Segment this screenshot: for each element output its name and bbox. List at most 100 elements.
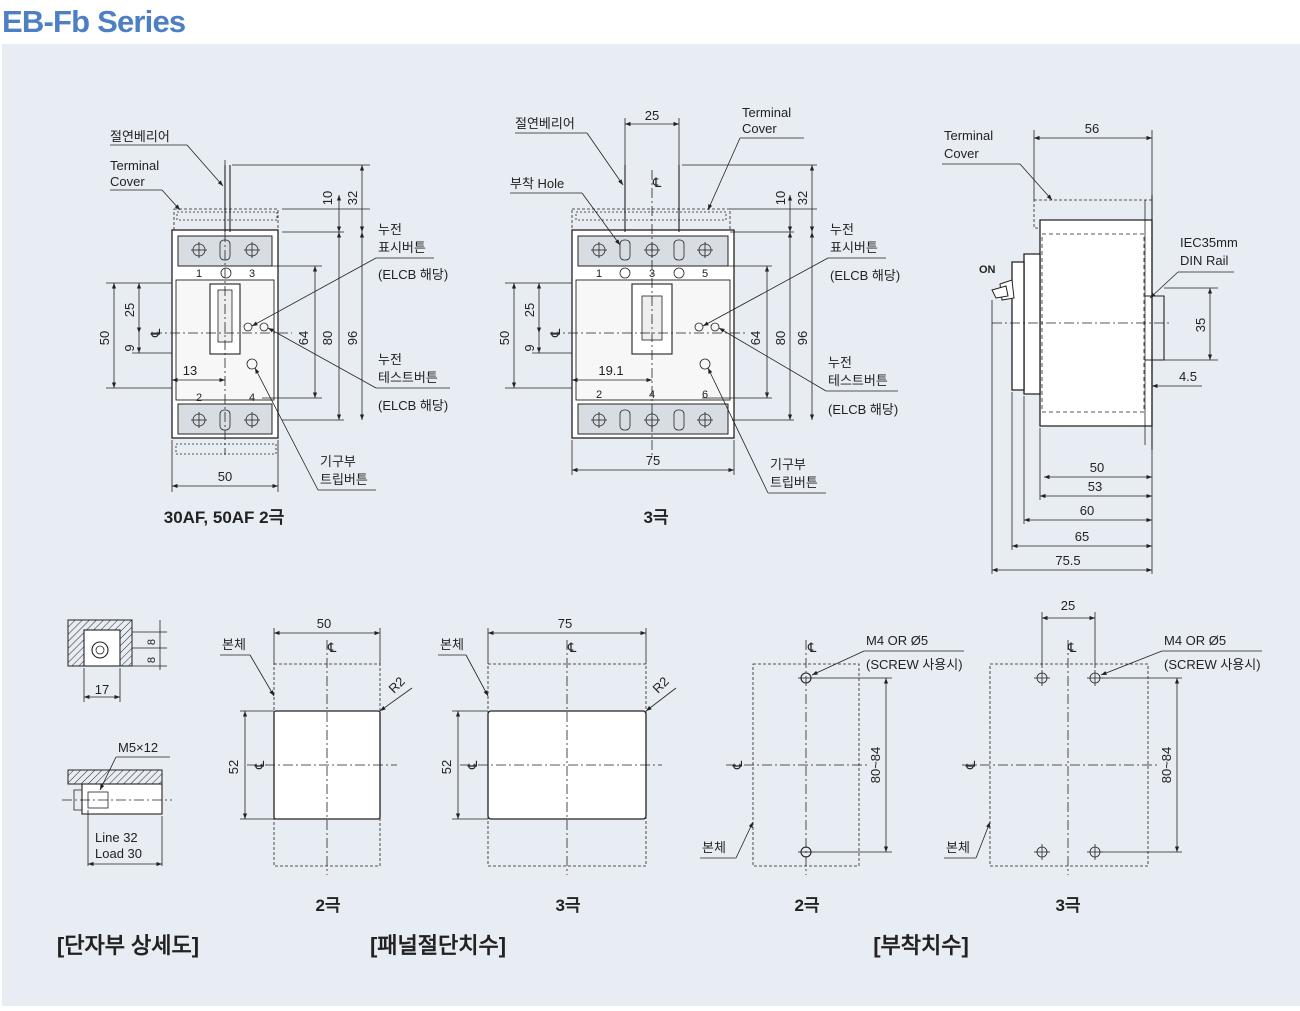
centerline-symbol: ℄ — [963, 760, 978, 770]
radius-r2: R2 — [650, 674, 672, 696]
dim-65: 65 — [1075, 529, 1089, 544]
centerline-symbol: ℄ — [252, 760, 267, 770]
on-label: ON — [979, 264, 996, 276]
centerline-symbol: ℄ — [652, 175, 662, 190]
body-label: 본체 — [702, 840, 726, 855]
caption-3-pole: 3극 — [643, 508, 668, 527]
dim-25: 25 — [1061, 598, 1075, 613]
dim-25: 25 — [522, 303, 537, 317]
mech-trip-label-1: 기구부 — [320, 454, 356, 469]
body-label: 본체 — [222, 637, 246, 652]
dim-64: 64 — [296, 331, 311, 345]
insulation-barrier-label: 절연베리어 — [515, 116, 575, 131]
dim-64: 64 — [748, 331, 763, 345]
elcb-note-1: (ELCB 해당) — [378, 267, 448, 282]
dim-56: 56 — [1085, 121, 1099, 136]
load-length-label: Load 30 — [95, 846, 142, 861]
dim-10: 10 — [773, 191, 788, 205]
terminal-1-label: 1 — [596, 268, 602, 280]
centerline-symbol: ℄ — [327, 640, 337, 655]
dim-9: 9 — [522, 344, 537, 351]
terminal-2-label: 2 — [196, 392, 202, 404]
dim-8-b: 8 — [146, 657, 158, 663]
terminal-cover-label-2: Cover — [110, 174, 145, 189]
terminal-3-label: 3 — [249, 268, 255, 280]
mech-trip-label-2: 트립버튼 — [770, 475, 818, 490]
dimension-drawing: 1 3 2 4 10 32 64 80 96 — [57, 105, 1262, 958]
dim-25-top: 25 — [645, 108, 659, 123]
dim-96: 96 — [795, 331, 810, 345]
terminal-cover-label-2: Cover — [944, 146, 979, 161]
caption-3-pole: 3극 — [1055, 896, 1080, 915]
dim-96: 96 — [345, 331, 360, 345]
terminal-4-label: 4 — [249, 392, 255, 404]
dim-19-1: 19.1 — [598, 363, 623, 378]
dim-8-a: 8 — [146, 639, 158, 645]
dim-52: 52 — [226, 760, 241, 774]
mech-trip-label-1: 기구부 — [770, 457, 806, 472]
dim-4-5: 4.5 — [1179, 369, 1197, 384]
leak-test-label-2: 테스트버튼 — [828, 373, 888, 388]
centerline-symbol: ℄ — [807, 640, 817, 655]
drawing-panel: 1 3 2 4 10 32 64 80 96 — [2, 44, 1300, 1006]
din-rail-label-2: DIN Rail — [1180, 253, 1229, 268]
insulation-barrier-label: 절연베리어 — [110, 129, 170, 144]
dim-80: 80 — [320, 331, 335, 345]
side-view: ON Terminal Cover IEC35mm DIN Rail 56 35… — [942, 121, 1238, 574]
screw-spec-1: M4 OR Ø5 — [1164, 633, 1226, 648]
dim-35: 35 — [1193, 318, 1208, 332]
panel-cutout: 50 ℄ 52 ℄ 본체 R2 2극 75 ℄ 52 ℄ 본체 R2 3극 [패… — [220, 616, 677, 958]
front-view-3-pole: 1 3 5 2 4 6 25 ℄ 10 32 64 80 96 — [497, 105, 900, 527]
line-length-label: Line 32 — [95, 830, 138, 845]
dim-60: 60 — [1080, 503, 1094, 518]
dim-32: 32 — [345, 191, 360, 205]
dim-50: 50 — [317, 616, 331, 631]
dim-53: 53 — [1088, 479, 1102, 494]
caption-panel-cutout: [패널절단치수] — [370, 933, 506, 958]
leak-indicator-label-2: 표시버튼 — [378, 240, 426, 255]
caption-mounting: [부착치수] — [873, 933, 969, 958]
caption-2-pole: 30AF, 50AF 2극 — [164, 508, 285, 527]
caption-3-pole: 3극 — [555, 896, 580, 915]
body-label: 본체 — [440, 637, 464, 652]
mount-hole-label: 부착 Hole — [510, 176, 564, 191]
dim-9: 9 — [122, 344, 137, 351]
dim-52: 52 — [439, 760, 454, 774]
elcb-note-1: (ELCB 해당) — [830, 268, 900, 283]
dim-25: 25 — [122, 303, 137, 317]
dim-75: 75 — [558, 616, 572, 631]
terminal-6-label: 6 — [702, 389, 708, 401]
dim-32: 32 — [795, 191, 810, 205]
leak-test-label-1: 누전 — [828, 355, 852, 370]
screw-spec-2: (SCREW 사용시) — [1164, 657, 1261, 672]
page-title: EB-Fb Series — [2, 4, 186, 39]
terminal-cover-label-2: Cover — [742, 121, 777, 136]
leak-indicator-label-2: 표시버튼 — [830, 240, 878, 255]
leak-indicator-label-1: 누전 — [378, 222, 402, 237]
leak-test-label-2: 테스트버튼 — [378, 370, 438, 385]
dim-80-84: 80~84 — [1159, 747, 1174, 784]
terminal-1-label: 1 — [196, 268, 202, 280]
front-view-2-pole: 1 3 2 4 10 32 64 80 96 — [97, 129, 450, 527]
dim-width-50: 50 — [218, 469, 232, 484]
radius-r2: R2 — [386, 674, 408, 696]
screw-spec-1: M4 OR Ø5 — [866, 633, 928, 648]
terminal-cover-label-1: Terminal — [944, 128, 993, 143]
terminal-cover-label-1: Terminal — [110, 158, 159, 173]
caption-2-pole: 2극 — [794, 896, 819, 915]
dim-10: 10 — [320, 191, 335, 205]
dim-50: 50 — [497, 331, 512, 345]
dim-75-5: 75.5 — [1055, 553, 1080, 568]
mounting-dimensions: ℄ ℄ M4 OR Ø5 (SCREW 사용시) 80~84 본체 2극 25 … — [700, 598, 1262, 958]
centerline-symbol: ℄ — [1067, 640, 1077, 655]
centerline-symbol: ℄ — [730, 760, 745, 770]
terminal-detail: 8 8 17 M5×12 Line 32 Load 30 [단자부 상세도] — [57, 619, 199, 958]
dim-13: 13 — [183, 363, 197, 378]
din-rail-label-1: IEC35mm — [1180, 235, 1238, 250]
dim-width-75: 75 — [646, 453, 660, 468]
centerline-symbol: ℄ — [548, 328, 563, 338]
elcb-note-2: (ELCB 해당) — [828, 402, 898, 417]
leak-test-label-1: 누전 — [378, 352, 402, 367]
dim-17: 17 — [95, 682, 109, 697]
mech-trip-label-2: 트립버튼 — [320, 472, 368, 487]
